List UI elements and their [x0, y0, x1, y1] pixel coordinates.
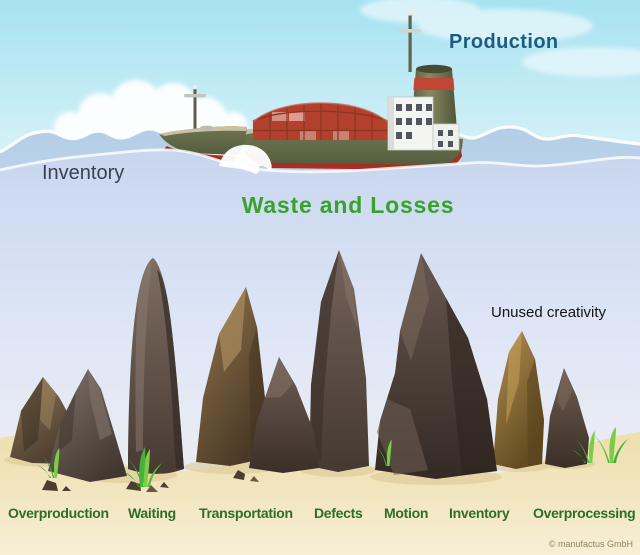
rock-defects	[309, 250, 369, 472]
waste-and-losses-title: Waste and Losses	[241, 192, 455, 218]
rock-transportation	[128, 258, 184, 474]
rock-overprocessing	[545, 368, 589, 468]
ship-containers	[252, 102, 389, 140]
waste-label-overprocessing: Overprocessing	[533, 505, 636, 521]
pebbles	[42, 470, 259, 492]
foam-curl	[219, 144, 272, 174]
cloud-right	[360, 0, 640, 77]
ship-mast	[399, 10, 421, 72]
boat-mast	[193, 88, 197, 132]
waste-label-defects: Defects	[314, 505, 363, 521]
cargo-ship	[237, 10, 463, 170]
waste-label-inventory: Inventory	[449, 505, 510, 521]
waste-label-waiting: Waiting	[128, 505, 176, 521]
unused-creativity-label: Unused creativity	[491, 304, 607, 321]
rock-waiting	[48, 369, 127, 482]
rock-brown-back	[196, 287, 267, 466]
rock-motion	[375, 253, 497, 479]
inventory-sea-label: Inventory	[42, 162, 125, 184]
seabed-sand	[0, 432, 640, 555]
seaweed	[37, 427, 628, 487]
waste-label-overproduction: Overproduction	[8, 505, 109, 521]
copyright-notice: © manufactus GmbH	[548, 539, 633, 549]
rock-front-small	[249, 357, 319, 473]
rock-inventory	[493, 331, 544, 469]
production-label: Production	[449, 31, 559, 53]
ship-bridge	[387, 96, 460, 151]
waste-label-motion: Motion	[384, 505, 429, 521]
waste-label-transportation: Transportation	[199, 505, 293, 521]
small-boat	[159, 84, 247, 161]
